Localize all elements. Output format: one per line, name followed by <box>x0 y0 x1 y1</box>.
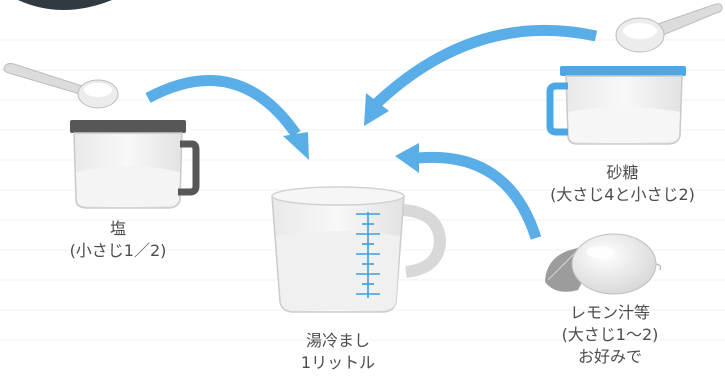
sugar-label: 砂糖 (大さじ4と小さじ2) <box>520 162 725 206</box>
measurement-scale <box>356 212 380 298</box>
sugar-name: 砂糖 <box>606 163 639 182</box>
sugar-jug-icon <box>546 66 686 145</box>
arrows <box>145 24 598 240</box>
lemon-name: レモン汁等 <box>569 303 650 322</box>
arrow-sugar-to-pitcher <box>372 24 598 109</box>
lemon-note: お好みで <box>577 347 642 366</box>
water-name: 湯冷まし <box>305 331 370 350</box>
salt-amount: (小さじ1／2) <box>69 241 167 260</box>
corner-decoration <box>18 0 112 10</box>
lemon-label: レモン汁等 (大さじ1〜2) お好みで <box>520 302 700 368</box>
arrow-salt-to-pitcher <box>145 75 301 138</box>
arrowhead-salt <box>283 132 309 160</box>
measuring-pitcher-icon <box>271 186 447 313</box>
salt-label: 塩 (小さじ1／2) <box>30 218 206 262</box>
water-amount: 1リットル <box>300 353 376 372</box>
arrowhead-sugar <box>364 93 389 126</box>
water-label: 湯冷まし 1リットル <box>266 330 410 374</box>
salt-jug-icon <box>70 120 200 209</box>
lemon-icon <box>545 233 662 295</box>
lemon-amount: (大さじ1〜2) <box>561 325 659 344</box>
salt-name: 塩 <box>109 219 126 238</box>
sugar-amount: (大さじ4と小さじ2) <box>550 185 695 204</box>
sugar-spoon-icon <box>615 3 723 53</box>
arrowheads <box>283 93 419 173</box>
arrow-lemon-to-pitcher <box>417 151 542 240</box>
arrowhead-lemon <box>395 143 419 173</box>
salt-spoon-icon <box>3 63 119 109</box>
